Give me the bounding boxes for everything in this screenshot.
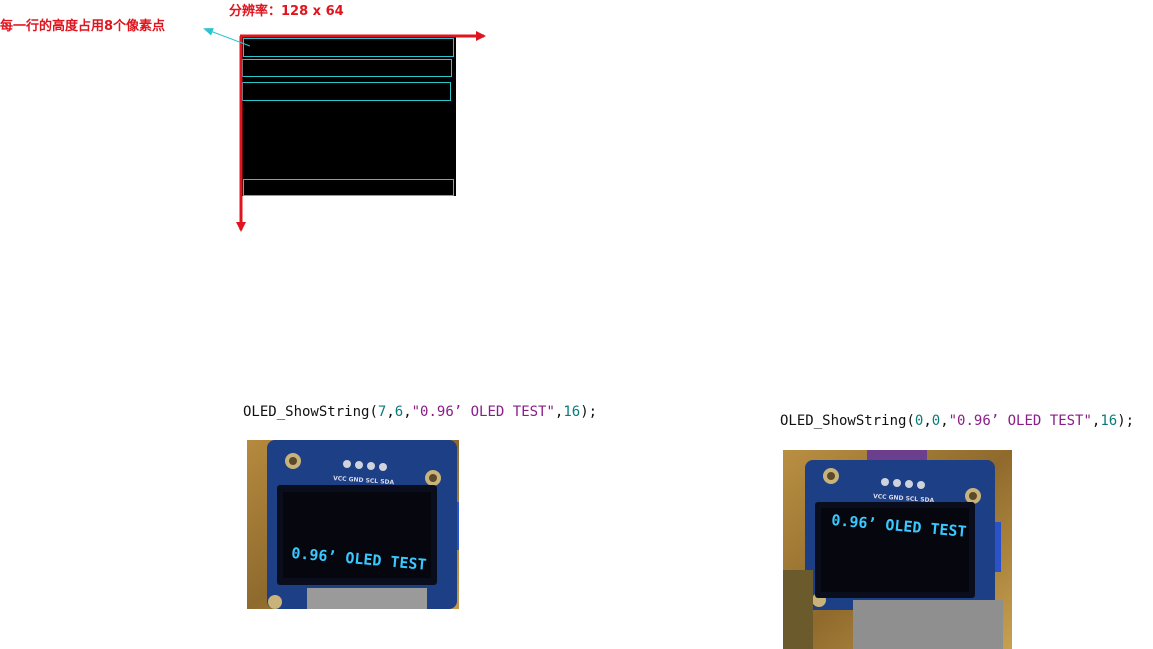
- code-arg-string: "0.96’ OLED TEST": [948, 413, 1092, 429]
- code-arg-y: 0: [931, 413, 941, 429]
- code-arg-size: 16: [563, 404, 581, 420]
- pin-labels: VCC GND SCL SDA: [873, 493, 935, 504]
- code-example-2: OLED_ShowString(0,0,"0.96’ OLED TEST",16…: [780, 413, 1135, 429]
- code-close: );: [580, 404, 598, 420]
- code-open: (: [369, 404, 378, 420]
- code-arg-x: 0: [914, 413, 924, 429]
- row-pointer-arrow: [203, 28, 251, 47]
- code-arg-size: 16: [1100, 413, 1118, 429]
- row-height-label: 每一行的高度占用8个像素点: [0, 19, 166, 34]
- oled-photo-1: VCC GND SCL SDA 0.96’ OLED TEST: [247, 440, 459, 609]
- annotation-arrows: [203, 28, 486, 232]
- code-arg-x: 7: [377, 404, 387, 420]
- row-outline-last: [243, 179, 454, 196]
- code-close: );: [1117, 413, 1135, 429]
- code-arg-string: "0.96’ OLED TEST": [411, 404, 555, 420]
- code-open: (: [906, 413, 915, 429]
- code-example-1: OLED_ShowString(7,6,"0.96’ OLED TEST",16…: [243, 404, 598, 420]
- oled-screen-diagram: [240, 36, 456, 196]
- resolution-label: 分辨率：128 x 64: [229, 4, 344, 19]
- code-func: OLED_ShowString: [780, 413, 907, 429]
- code-func: OLED_ShowString: [243, 404, 370, 420]
- code-arg-y: 6: [394, 404, 404, 420]
- row-outline-0: [243, 38, 454, 57]
- oled-photo-2: VCC GND SCL SDA 0.96’ OLED TEST: [783, 450, 1012, 649]
- pin-labels: VCC GND SCL SDA: [333, 475, 395, 486]
